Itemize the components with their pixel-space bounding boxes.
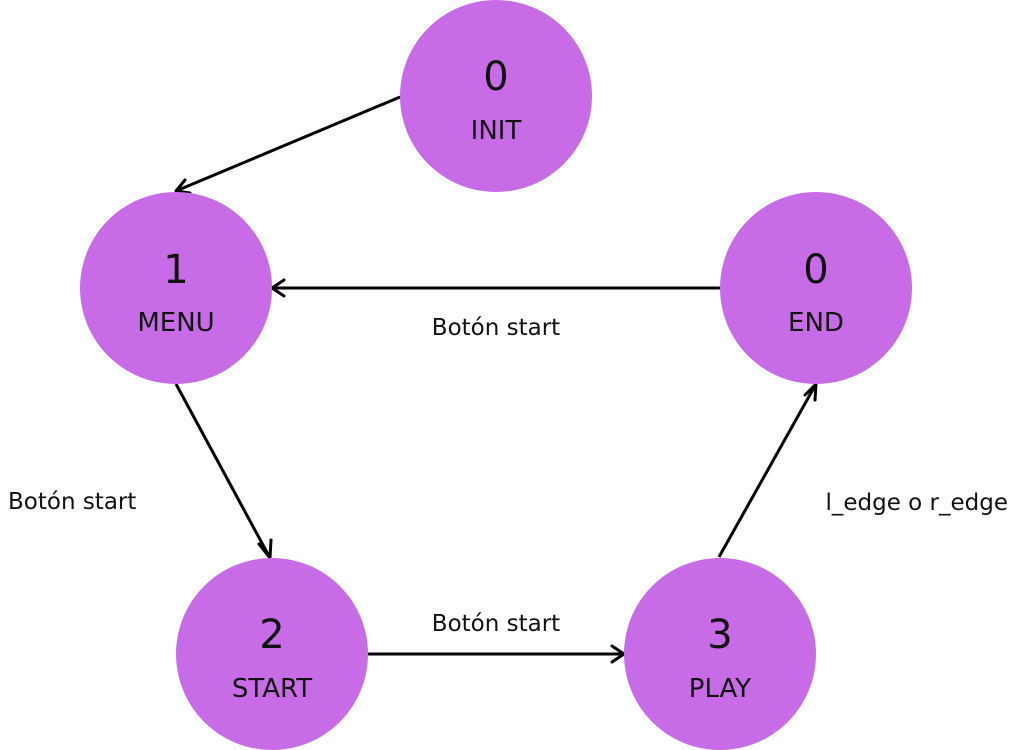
edge-start-to-play: Botón start <box>368 611 626 664</box>
state-label: START <box>232 674 312 704</box>
edge-line <box>717 383 818 558</box>
edge-label: Botón start <box>432 315 560 341</box>
arrowhead-icon <box>174 178 192 195</box>
state-node-init: 0 INIT <box>400 0 592 192</box>
node-circle <box>720 192 912 384</box>
edge-line <box>174 383 272 559</box>
edge-end-to-menu: Botón start <box>270 278 720 341</box>
state-node-start: 2 START <box>176 558 368 750</box>
state-label: END <box>788 308 844 338</box>
edge-init-to-menu <box>174 95 401 195</box>
state-number: 0 <box>483 54 508 100</box>
edge-label: Botón start <box>432 611 560 637</box>
node-circle <box>400 0 592 192</box>
node-circle <box>624 558 816 750</box>
edge-menu-to-start: Botón start <box>8 383 273 560</box>
state-node-play: 3 PLAY <box>624 558 816 750</box>
state-number: 3 <box>707 612 732 658</box>
state-label: INIT <box>471 116 522 146</box>
state-label: MENU <box>137 308 214 338</box>
state-label: PLAY <box>689 674 752 704</box>
node-circle <box>176 558 368 750</box>
state-number: 2 <box>259 612 284 658</box>
state-node-menu: 1 MENU <box>80 192 272 384</box>
edge-label: l_edge o r_edge <box>825 490 1008 516</box>
edge-line <box>175 95 401 193</box>
state-node-end: 0 END <box>720 192 912 384</box>
arrowhead-icon <box>257 538 273 560</box>
edge-play-to-end: l_edge o r_edge <box>717 382 1008 558</box>
state-number: 0 <box>803 247 828 293</box>
node-circle <box>80 192 272 384</box>
edge-label: Botón start <box>8 489 136 515</box>
state-number: 1 <box>163 247 188 293</box>
